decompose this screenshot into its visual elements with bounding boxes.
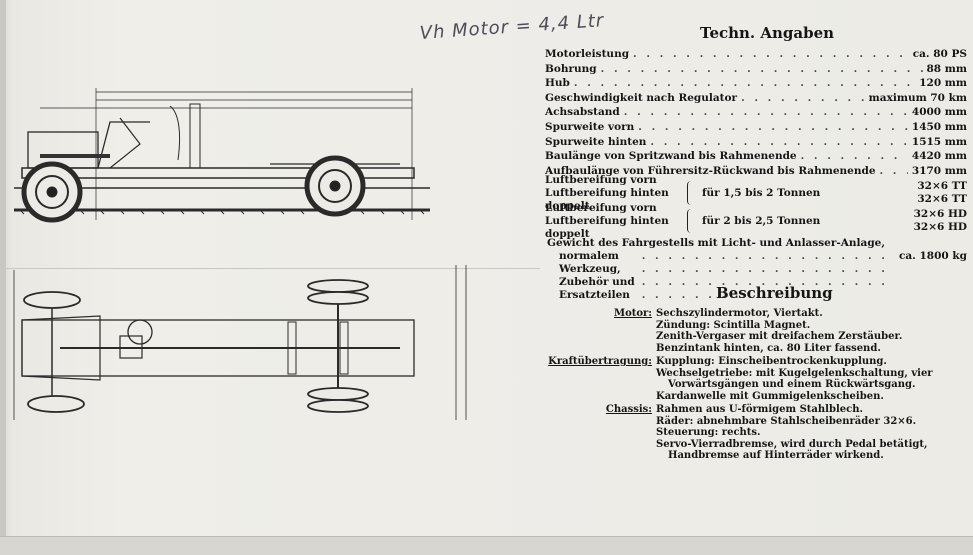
spec-value: maximum 70 km [868,91,967,104]
tyre-values: 32×6 HD 32×6 HD [907,208,967,234]
description-line: Vorwärtsgängen und einem Rückwärtsgang. [668,379,916,390]
spec-value: 3170 mm [911,164,967,177]
description-section-chassis: Chassis: Rahmen aus U-förmigem Stahlblec… [548,404,968,462]
spec-label: Spurweite vorn [545,120,635,133]
tyre-values: 32×6 TT 32×6 TT [907,180,967,206]
rear-wheel [304,155,366,217]
spec-value: 1450 mm [911,120,967,133]
spec-label: Motorleistung [545,48,630,60]
spec-label: Baulänge von Spritzwand bis Rahmenende [545,150,797,163]
spec-leader-dots [741,92,865,104]
description-line: Wechselgetriebe: mit Kugelgelenkschaltun… [656,367,933,379]
spec-label: Geschwindigkeit nach Regulator [545,91,738,104]
spec-row: Motorleistung ca. 80 PS [545,48,967,63]
brace [687,181,696,206]
tyre-load-range: für 2 bis 2,5 Tonnen [702,215,821,228]
spec-row: Aufbaulänge von Führersitz-Rückwand bis … [545,165,967,180]
separator-line [0,268,540,269]
spec-value: 4000 mm [911,106,967,119]
front-wheel [21,161,83,223]
spec-label: Spurweite hinten [545,135,647,148]
tyre-front-value: 32×6 HD [913,208,967,221]
tyre-rear-label: Luftbereifung hinten doppelt [545,186,669,212]
plan-wheels [23,279,369,413]
spec-leader-dots [601,63,923,75]
brace [687,209,696,234]
side-view [14,88,430,223]
weight-line-2-row: normalem Werkzeug, Zubehör und Ersatztei… [545,250,967,302]
description-line: Kupplung: Einscheibentrockenkupplung. [656,356,887,367]
tyre-labels: Luftbereifung vorn Luftbereifung hinten … [545,174,685,213]
tyre-front-label: Luftbereifung vorn [545,173,657,186]
spec-leader-dots [801,150,908,162]
spec-leader-dots [624,106,908,118]
description-section-transmission: Kraftübertragung: Kupplung: Einscheibent… [548,356,968,402]
description-title: Beschreibung [716,284,833,302]
weight-line-1: Gewicht des Fahrgestells mit Licht- und … [547,237,886,250]
section-lines: Kupplung: Einscheibentrockenkupplung. We… [656,356,968,402]
spec-value: 120 mm [919,77,967,90]
spec-leader-dots [633,48,909,60]
tyre-front-label: Luftbereifung vorn [545,201,657,214]
tech-specs-title: Techn. Angaben [700,24,835,42]
spec-row: Geschwindigkeit nach Regulator maximum 7… [545,92,967,107]
spec-label: Hub [545,77,570,90]
spec-value: 4420 mm [911,150,967,163]
section-heading-text: Motor: [614,308,652,319]
description-line: Steuerung: rechts. [656,427,761,438]
spec-row: Baulänge von Spritzwand bis Rahmenende 4… [545,150,967,165]
section-lines: Rahmen aus U-förmigem Stahlblech. Räder:… [656,404,968,462]
tyre-front-value: 32×6 TT [917,180,967,193]
spec-row: Spurweite vorn 1450 mm [545,121,967,136]
chassis-drawing [13,88,467,420]
spec-label: Bohrung [545,62,597,75]
tyre-rear-label: Luftbereifung hinten doppelt [545,214,669,240]
description-line: Zündung: Scintilla Magnet. [656,319,811,331]
spec-row: Achsabstand 4000 mm [545,106,967,121]
plan-view [13,265,467,420]
spec-leader-dots [650,136,907,148]
spec-value: 1515 mm [911,135,967,148]
description-line: Zenith-Vergaser mit dreifachem Zerstäube… [656,331,903,342]
chassis-weight: Gewicht des Fahrgestells mit Licht- und … [545,237,967,302]
weight-line-2: normalem Werkzeug, Zubehör und Ersatztei… [559,250,635,302]
spec-label: Achsabstand [545,106,620,119]
weight-value: ca. 1800 kg [898,250,967,263]
page-fold [0,536,973,555]
tyre-spec-group: Luftbereifung vorn Luftbereifung hinten … [545,202,967,240]
description-line: Kardanwelle mit Gummigelenkscheiben. [656,390,884,402]
section-heading-text: Chassis: [605,404,652,415]
page-edge [0,0,6,554]
description-line: Handbremse auf Hinterräder wirkend. [668,450,884,461]
description-block: Motor: Sechszylindermotor, Viertakt. Zün… [548,308,968,464]
spec-row: Spurweite hinten 1515 mm [545,136,967,151]
spec-value: ca. 80 PS [912,48,967,60]
tyre-rear-value: 32×6 HD [913,221,967,234]
description-line: Rahmen aus U-förmigem Stahlblech. [656,404,863,415]
tyre-rear-value: 32×6 TT [917,193,967,206]
spec-leader-dots [880,165,908,177]
spec-label: Aufbaulänge von Führersitz-Rückwand bis … [545,164,876,177]
description-line: Sechszylindermotor, Viertakt. [656,308,823,319]
description-line: Benzintank hinten, ca. 80 Liter fassend. [656,342,881,354]
spec-leader-dots [574,77,915,89]
tyre-spec-group: Luftbereifung vorn Luftbereifung hinten … [545,174,967,212]
spec-row: Bohrung 88 mm [545,63,967,78]
section-lines: Sechszylindermotor, Viertakt. Zündung: S… [656,308,968,354]
section-heading: Chassis: [548,404,656,462]
section-heading-text: Kraftübertragung: [548,356,652,367]
description-line: Räder: abnehmbare Stahlscheibenräder 32×… [656,415,917,427]
spec-row: Hub 120 mm [545,77,967,92]
description-line: Servo-Vierradbremse, wird durch Pedal be… [656,438,928,450]
tyre-load-range: für 1,5 bis 2 Tonnen [702,187,821,200]
section-heading: Motor: [548,308,656,354]
description-section-motor: Motor: Sechszylindermotor, Viertakt. Zün… [548,308,968,354]
spec-leader-dots [638,121,908,133]
section-heading: Kraftübertragung: [548,356,656,402]
spec-value: 88 mm [926,62,968,75]
tyre-labels: Luftbereifung vorn Luftbereifung hinten … [545,202,685,241]
tech-specs-table: Motorleistung ca. 80 PS Bohrung 88 mm Hu… [545,48,967,302]
